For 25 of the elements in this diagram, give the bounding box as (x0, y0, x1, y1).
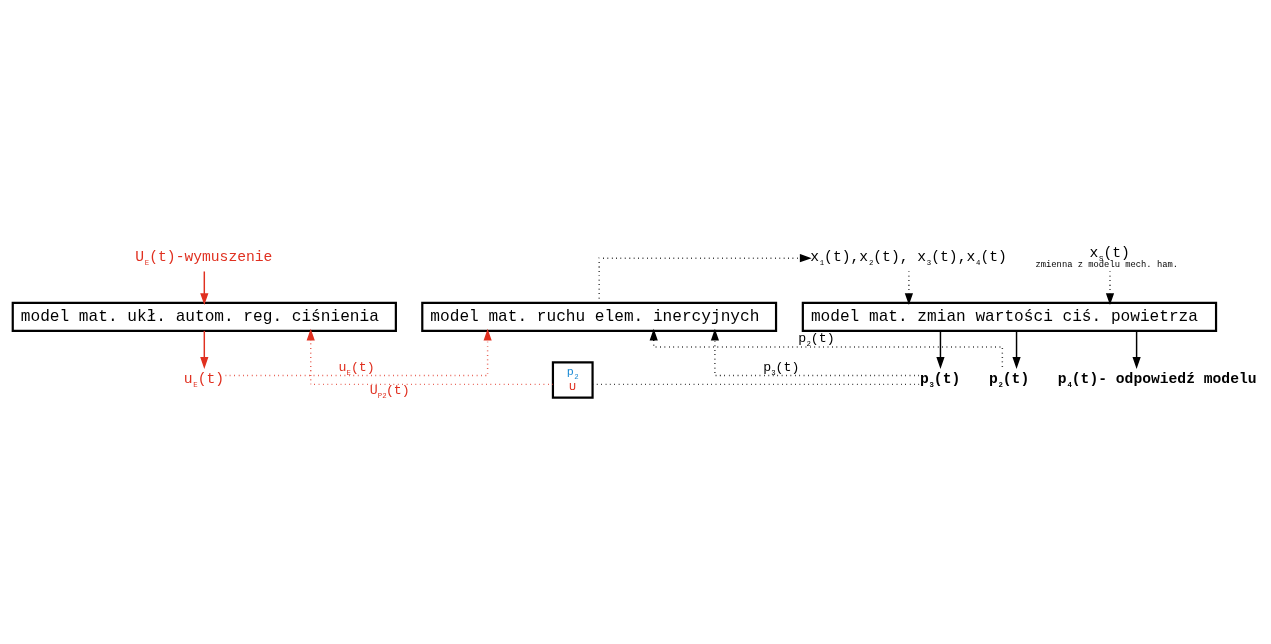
node-text: p$_{3}$(t) (919, 370, 961, 389)
arrow (200, 330, 209, 369)
node-box: p$_{2}$ U (551, 361, 594, 399)
node-text: p$_{2}$(t) (988, 370, 1030, 389)
arrow (710, 328, 920, 377)
node-text: x$_{S}$(t) zmienna z modelu mech. ham. (1035, 245, 1179, 271)
arrow (936, 330, 945, 369)
edge-label: p$_{3}$(t) (763, 359, 800, 377)
arrow (904, 270, 913, 305)
edge-label: p$_{2}$(t) (798, 331, 835, 349)
arrow (649, 328, 1004, 368)
node-box: model mat. ukł. autom. reg. ciśnienia (11, 301, 397, 332)
arrow (1012, 330, 1021, 369)
node-text: x$_{1}$(t),x$_{2}$(t), x$_{3}$(t),x$_{4}$(t) (810, 249, 1007, 268)
node-text: p$_{4}$(t)- odpowiedź modelu (1057, 370, 1257, 389)
arrow (1132, 330, 1141, 369)
edge-label: u$_{E}$(t) (338, 359, 375, 377)
node-box: model mat. zmian wartości ciś. powietrza (801, 301, 1218, 332)
arrow (1105, 270, 1115, 305)
node-text: U$_{E}$(t)-wymuszenie (135, 249, 273, 268)
arrow (200, 270, 209, 305)
edge-label: U$_{P2}$(t) (369, 383, 410, 401)
node-box: model mat. ruchu elem. inercyjnych (421, 301, 778, 332)
arrow (306, 328, 554, 386)
node-text: u$_{E}$(t) (183, 370, 225, 389)
